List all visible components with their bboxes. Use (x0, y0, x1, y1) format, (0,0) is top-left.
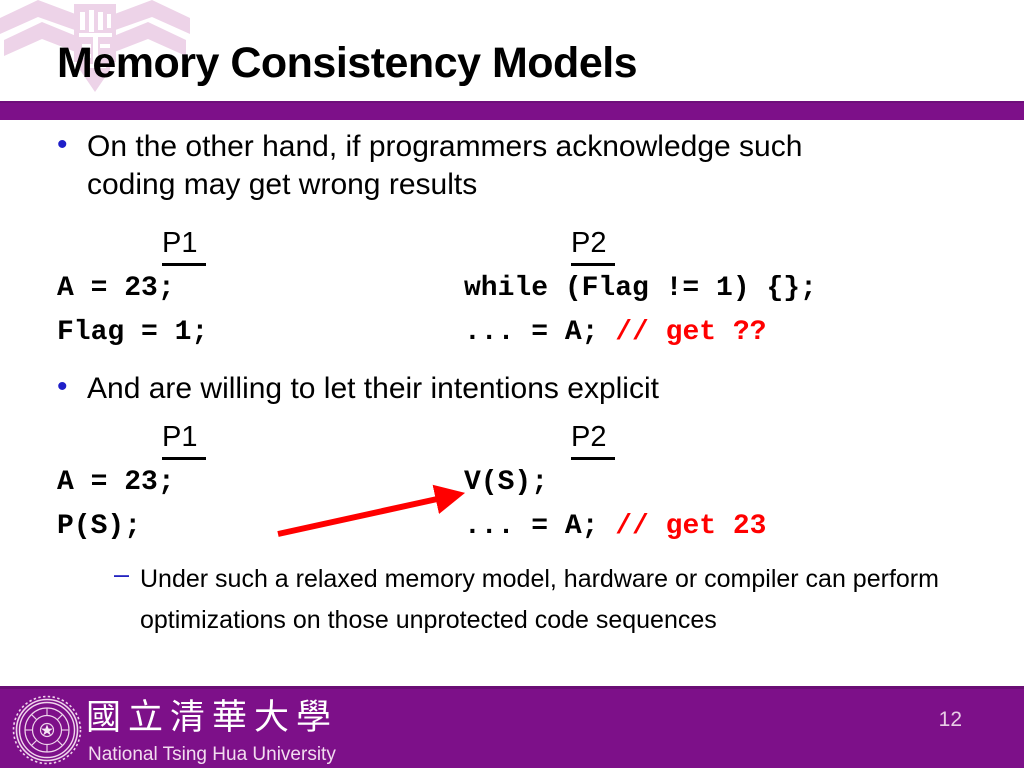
code-block-2-p2-line-2-comment: // get 23 (615, 511, 767, 542)
code-block-1-p1-line-2: Flag = 1; (57, 317, 209, 348)
bullet-item-2: • And are willing to let their intention… (57, 370, 907, 408)
university-name-chinese: 國立清華大學 (86, 698, 339, 737)
code-block-1-p2-line-2-code: ... = A; (464, 317, 616, 348)
title-divider-bar (0, 101, 1024, 120)
bullet-item-1-label: On the other hand, if programmers acknow… (87, 130, 803, 201)
code-block-2-p2-label: P2 (571, 423, 615, 460)
bullet-marker-icon: • (57, 370, 68, 403)
code-block-1-p2-line-1: while (Flag != 1) {}; (464, 273, 817, 304)
code-block-2-p2-line-1: V(S); (464, 467, 549, 498)
dash-marker-icon: – (114, 559, 130, 589)
code-block-1-p2-line-2-comment: // get ?? (615, 317, 767, 348)
code-block-2-p1-line-1: A = 23; (57, 467, 175, 498)
bullet-marker-icon: • (57, 128, 68, 161)
bullet-item-2-label: And are willing to let their intentions … (87, 372, 659, 405)
sub-bullet-item-1-label: Under such a relaxed memory model, hardw… (140, 565, 939, 634)
code-block-1-p1-label: P1 (162, 229, 206, 266)
code-block-2-p2-line-2: ... = A; // get 23 (464, 513, 766, 541)
bullet-item-1: • On the other hand, if programmers ackn… (57, 128, 907, 204)
code-block-1-p1-line-1: A = 23; (57, 273, 175, 304)
code-block-2-p2-line-2-code: ... = A; (464, 511, 616, 542)
title-area: Memory Consistency Models (0, 0, 1024, 102)
code-block-1-p2-label: P2 (571, 229, 615, 266)
code-block-1-p2-line-2: ... = A; // get ?? (464, 319, 766, 347)
sub-bullet-item-1: – Under such a relaxed memory model, har… (114, 559, 974, 641)
page-number: 12 (938, 708, 962, 731)
university-name-english: National Tsing Hua University (88, 744, 336, 765)
code-block-2-p1-line-2: P(S); (57, 511, 142, 542)
slide-body: • On the other hand, if programmers ackn… (0, 118, 1024, 686)
footer-bar: 國立清華大學 National Tsing Hua University 12 (0, 686, 1024, 768)
page-title: Memory Consistency Models (57, 39, 638, 87)
university-seal-icon (10, 693, 84, 767)
code-block-2-p1-label: P1 (162, 423, 206, 460)
